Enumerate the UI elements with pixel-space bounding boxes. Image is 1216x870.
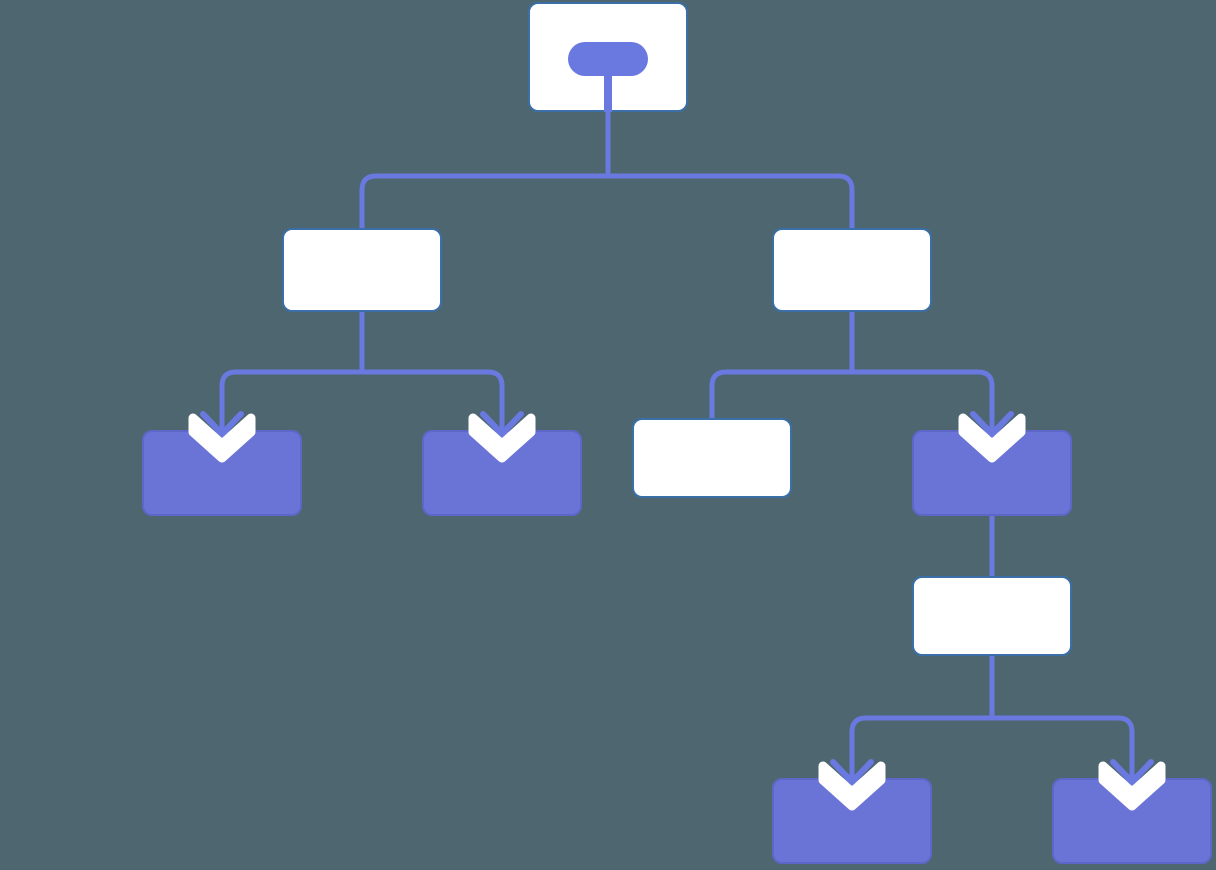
edge-level1-left-to-leaf-two [362, 369, 505, 432]
level2-leaf-one[interactable] [142, 430, 302, 516]
level4-leaf-two[interactable] [1052, 778, 1212, 864]
level1-right-node[interactable] [772, 228, 932, 312]
level2-leaf-two[interactable] [422, 430, 582, 516]
edge-root-to-level1-right [608, 173, 855, 228]
edge-level1-left-to-leaf-one [219, 369, 362, 432]
level2-branch-node[interactable] [912, 430, 1072, 516]
edge-root-to-level1-left [359, 173, 608, 228]
root-node-stem-icon [604, 66, 612, 112]
level3-white-node[interactable] [912, 576, 1072, 656]
edge-level1-right-to-branch [852, 369, 995, 432]
edge-level1-right-to-white-leaf [709, 369, 852, 418]
root-node[interactable] [528, 2, 688, 112]
level1-left-node[interactable] [282, 228, 442, 312]
level4-leaf-one[interactable] [772, 778, 932, 864]
level2-white-leaf[interactable] [632, 418, 792, 498]
edge-level3-to-leaf-one [849, 715, 992, 780]
edge-level3-to-leaf-two [992, 715, 1135, 780]
